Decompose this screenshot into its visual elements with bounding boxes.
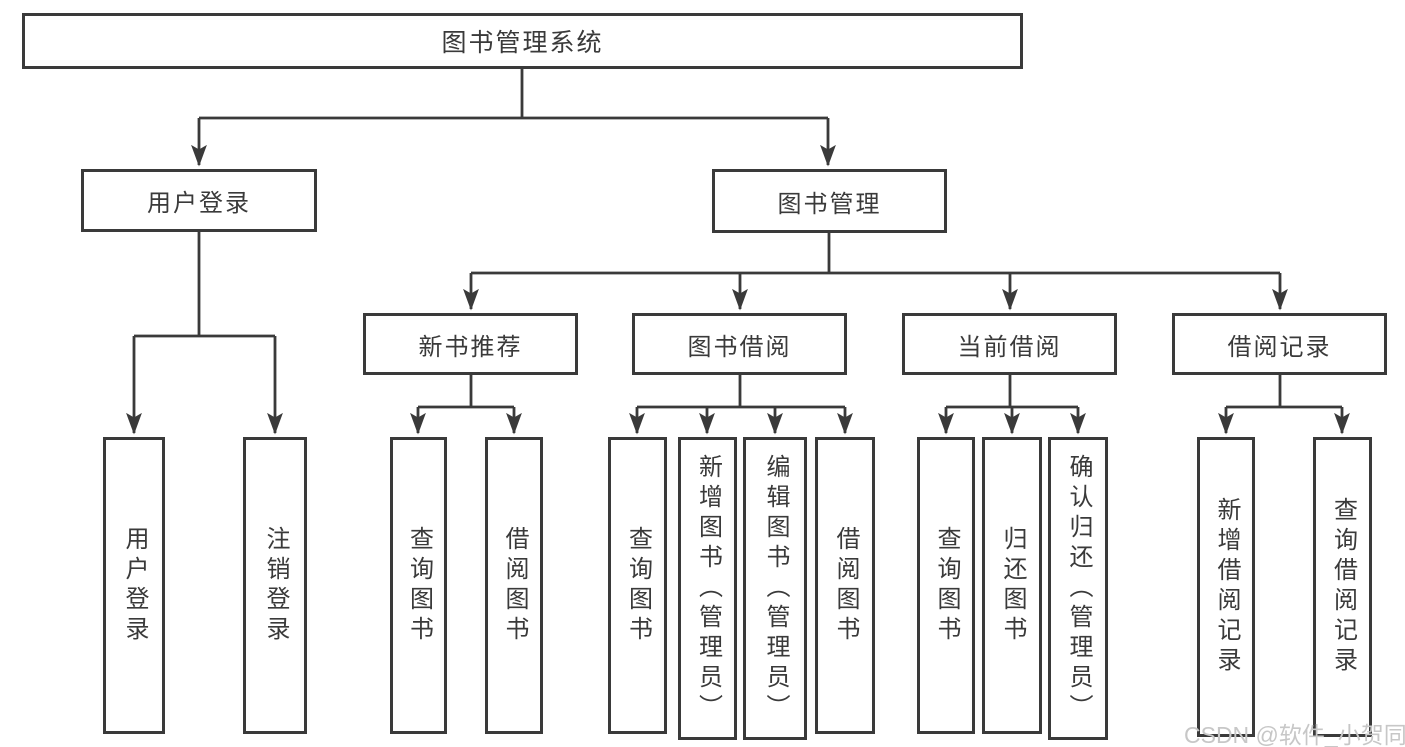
- node-label: 借阅图书: [501, 525, 528, 646]
- node-label: 查询图书: [405, 525, 433, 646]
- leaf-user-login: 用户登录: [103, 437, 165, 734]
- node-library-management-system: 图书管理系统: [22, 13, 1023, 69]
- connector-root-bus: [199, 68, 828, 120]
- leaf-query-books-1: 查询图书: [390, 437, 447, 734]
- node-label: 借阅记录: [1227, 333, 1332, 361]
- node-label: 用户登录: [147, 190, 251, 217]
- node-label: 编辑图书（管理员）: [762, 453, 789, 724]
- connector-new-book-bus: [418, 374, 514, 409]
- csdn-watermark: CSDN @软件_小贺同学: [1184, 722, 1405, 747]
- leaf-logout: 注销登录: [243, 437, 307, 734]
- leaf-confirm-return-admin: 确认归还（管理员）: [1048, 437, 1108, 740]
- node-label: 新增图书（管理员）: [694, 453, 722, 724]
- leaf-query-borrow-record: 查询借阅记录: [1313, 437, 1372, 737]
- node-label: 确认归还（管理员）: [1065, 453, 1092, 724]
- leaf-add-book-admin: 新增图书（管理员）: [678, 437, 737, 740]
- connector-borrow-records-bus: [1226, 374, 1342, 409]
- node-current-borrow: 当前借阅: [902, 313, 1117, 375]
- leaf-return-book: 归还图书: [982, 437, 1042, 734]
- node-label: 用户登录: [121, 525, 148, 646]
- node-book-management: 图书管理: [712, 169, 947, 233]
- node-label: 借阅图书: [832, 525, 859, 646]
- leaf-edit-book-admin: 编辑图书（管理员）: [743, 437, 807, 740]
- connector-user-login-bus: [134, 231, 275, 338]
- node-label: 当前借阅: [957, 333, 1062, 361]
- node-label: 查询图书: [624, 525, 652, 646]
- node-label: 新增借阅记录: [1213, 497, 1240, 677]
- node-label: 图书管理: [777, 190, 882, 218]
- leaf-borrow-books-2: 借阅图书: [815, 437, 875, 734]
- leaf-query-books-2: 查询图书: [608, 437, 667, 734]
- node-label: 图书借阅: [687, 333, 792, 361]
- node-label: 注销登录: [262, 525, 289, 646]
- node-label: 新书推荐: [418, 333, 523, 361]
- leaf-query-books-3: 查询图书: [917, 437, 975, 734]
- leaf-add-borrow-record: 新增借阅记录: [1197, 437, 1255, 737]
- node-label: 查询图书: [933, 525, 960, 646]
- node-label: 查询借阅记录: [1329, 497, 1357, 677]
- node-new-book-recommend: 新书推荐: [363, 313, 578, 375]
- connector-current-borrow-bus: [946, 374, 1078, 409]
- leaf-borrow-books-1: 借阅图书: [485, 437, 543, 734]
- node-label: 图书管理系统: [441, 29, 604, 57]
- node-user-login: 用户登录: [81, 169, 317, 232]
- node-book-borrow: 图书借阅: [632, 313, 847, 375]
- connector-book-borrow-bus: [637, 374, 845, 409]
- node-borrow-records: 借阅记录: [1172, 313, 1387, 375]
- node-label: 归还图书: [999, 525, 1026, 646]
- connector-book-management-bus: [471, 232, 1280, 275]
